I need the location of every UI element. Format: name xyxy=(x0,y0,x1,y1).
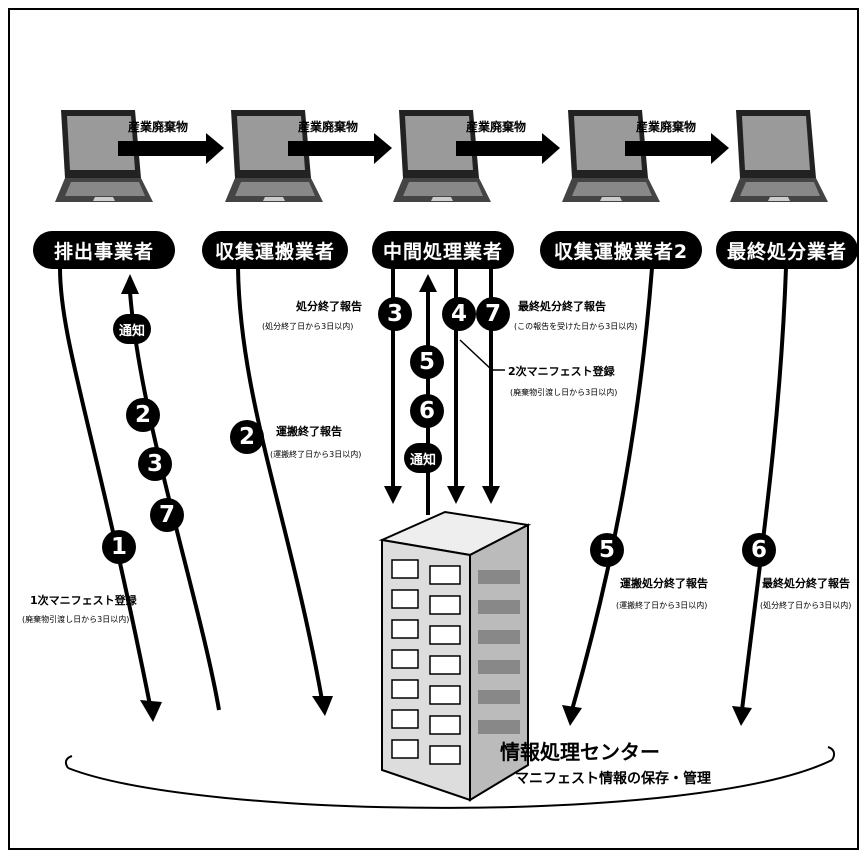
flow-label-4: 産業廃棄物 xyxy=(636,120,697,134)
step-6-label: 最終処分終了報告 xyxy=(762,577,850,590)
actor-collector-2: 収集運搬業者2 xyxy=(540,231,702,269)
step-6-badge: 6 xyxy=(742,533,776,567)
step-7-badge: 7 xyxy=(476,297,510,331)
flow-arrow-1 xyxy=(118,133,224,164)
arrowhead-6 xyxy=(732,706,752,726)
server-icon xyxy=(378,510,532,802)
step-5-sub: (運搬終了日から3日以内) xyxy=(616,601,708,610)
flow-label-2: 産業廃棄物 xyxy=(298,120,359,134)
flow-label-3: 産業廃棄物 xyxy=(466,120,527,134)
step-4-label: 2次マニフェスト登録 xyxy=(508,365,615,378)
arrowhead-notice-emitter xyxy=(121,274,139,294)
arrowhead-7 xyxy=(482,486,500,504)
step-2-badge: 2 xyxy=(230,420,264,454)
actor-emitter: 排出事業者 xyxy=(33,231,175,269)
step-3-sub: (処分終了日から3日以内) xyxy=(262,322,354,331)
step-7-badge-emitter: 7 xyxy=(150,498,184,532)
notice-badge-intermediate: 通知 xyxy=(404,443,443,473)
laptop-icon-5 xyxy=(730,110,828,202)
actor-intermediate: 中間処理業者 xyxy=(372,231,514,269)
step-1-label: 1次マニフェスト登録 xyxy=(30,594,137,607)
arrow-step-5 xyxy=(570,267,654,711)
step-2-sub: (運搬終了日から3日以内) xyxy=(270,450,362,459)
step-7-label: 最終処分終了報告 xyxy=(518,300,606,313)
step-5-label: 運搬処分終了報告 xyxy=(620,577,708,590)
step-6-badge-intermediate: 6 xyxy=(410,394,444,428)
flow-arrow-4 xyxy=(625,133,729,164)
step-2-label: 運搬終了報告 xyxy=(276,425,342,438)
arrow-step-2 xyxy=(236,267,324,701)
step-7-sub: (この報告を受けた日から3日以内) xyxy=(514,322,638,331)
step-3-badge-emitter: 3 xyxy=(138,447,172,481)
step-2-badge-emitter: 2 xyxy=(126,398,160,432)
arrowhead-4 xyxy=(447,486,465,504)
step-3-label: 処分終了報告 xyxy=(296,300,362,313)
arrow-step-1 xyxy=(58,267,152,706)
flow-arrow-2 xyxy=(288,133,392,164)
step-5-badge: 5 xyxy=(590,533,624,567)
step-1-badge: 1 xyxy=(102,530,136,564)
step-4-badge: 4 xyxy=(442,297,476,331)
step-5-badge-intermediate: 5 xyxy=(410,345,444,379)
arrowhead-2 xyxy=(312,696,333,716)
arrowhead-notice-intermediate xyxy=(419,274,437,292)
arrowhead-1 xyxy=(140,700,162,722)
arrow-step-6 xyxy=(740,267,788,711)
center-ellipse xyxy=(67,759,833,809)
step-1-sub: (廃棄物引渡し日から3日以内) xyxy=(22,615,130,624)
center-title: 情報処理センター xyxy=(500,740,660,764)
center-subtitle: マニフェスト情報の保存・管理 xyxy=(515,771,711,787)
notice-badge-emitter: 通知 xyxy=(113,314,152,344)
arrowhead-5 xyxy=(562,705,582,726)
step-4-sub: (廃棄物引渡し日から3日以内) xyxy=(510,388,618,397)
actor-final-disposal: 最終処分業者 xyxy=(716,231,858,269)
flow-label-1: 産業廃棄物 xyxy=(128,120,189,134)
actor-collector: 収集運搬業者 xyxy=(202,231,348,269)
step-3-badge: 3 xyxy=(378,297,412,331)
step-6-sub: (処分終了日から3日以内) xyxy=(760,601,852,610)
arrowhead-3 xyxy=(384,486,402,504)
flow-arrow-3 xyxy=(456,133,560,164)
